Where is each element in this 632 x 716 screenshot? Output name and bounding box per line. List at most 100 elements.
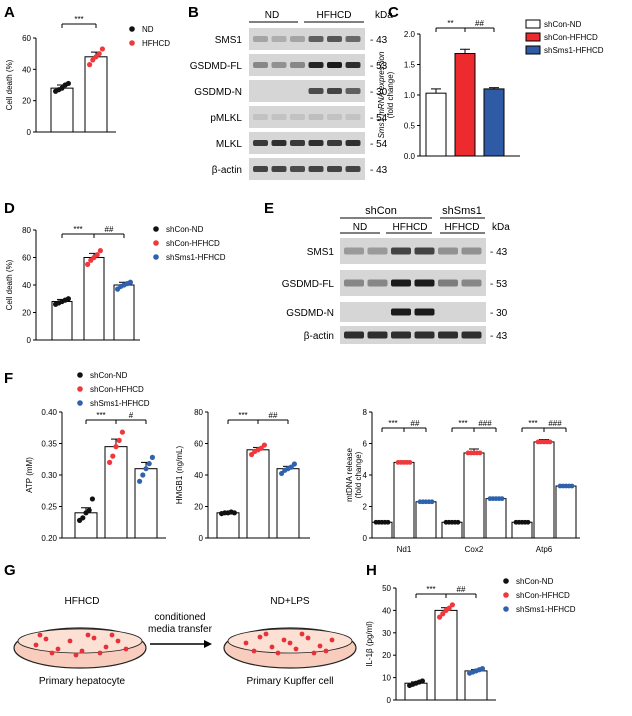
- blot-band: [391, 308, 411, 316]
- y-axis-label: ATP (mM): [25, 457, 34, 493]
- blot-band: [308, 140, 324, 146]
- blot-e-kda: kDa: [492, 222, 510, 233]
- y-tick-label: 1.5: [404, 61, 416, 70]
- cell-dot: [305, 635, 311, 641]
- y-tick-label: 0.40: [41, 408, 57, 417]
- legend-label: shCon-HFHCD: [544, 33, 598, 42]
- y-tick-label: 8: [363, 408, 368, 417]
- blot-band: [290, 114, 305, 120]
- legend-marker: [77, 400, 83, 406]
- legend-label: shSms1-HFHCD: [516, 605, 576, 614]
- blot-band: [414, 308, 435, 316]
- y-axis-label-2: (fold change): [354, 451, 363, 498]
- blot-row-label: GSDMD-N: [194, 87, 242, 98]
- data-point: [65, 296, 71, 302]
- cell-dot: [73, 652, 79, 658]
- blot-membrane: [340, 238, 486, 264]
- y-tick-label: 40: [382, 606, 391, 615]
- y-tick-label: 10: [382, 674, 391, 683]
- legend-label: shCon-ND: [516, 577, 554, 586]
- data-point: [119, 429, 125, 435]
- blot-band: [345, 166, 361, 172]
- significance-label: ***: [528, 419, 537, 428]
- data-point: [110, 453, 116, 459]
- blot-membrane: [249, 158, 365, 180]
- y-axis-label: Sms1 mRNA expression: [377, 51, 386, 138]
- data-point: [137, 478, 143, 484]
- blot-kda-label: - 30: [370, 87, 388, 98]
- data-point: [149, 454, 155, 460]
- blot-e-sub-hfhcd-2: HFHCD: [445, 222, 480, 233]
- blot-b-group-nd: ND: [265, 10, 279, 21]
- data-point: [437, 614, 443, 620]
- blot-kda-label: - 53: [370, 61, 388, 72]
- cell-dot: [317, 643, 323, 649]
- panel-label-h: H: [366, 562, 377, 579]
- y-tick-label: 0.5: [404, 122, 416, 131]
- y-tick-label: 80: [194, 408, 203, 417]
- data-point: [419, 678, 425, 684]
- blot-band: [308, 114, 324, 120]
- y-tick-label: 40: [22, 65, 31, 74]
- cell-dot: [33, 642, 39, 648]
- cell-dot: [115, 638, 121, 644]
- blot-band: [253, 166, 268, 172]
- y-tick-label: 2.0: [404, 30, 416, 39]
- y-tick-label: 20: [194, 503, 203, 512]
- y-axis-label: IL-1β (pg/ml): [365, 621, 374, 667]
- panel-label-c: C: [388, 4, 399, 21]
- schema-left-caption: Primary hepatocyte: [39, 676, 126, 687]
- y-tick-label: 0: [199, 534, 204, 543]
- significance-label: ***: [388, 419, 397, 428]
- cell-dot: [287, 640, 293, 646]
- legend-label: shCon-ND: [544, 20, 582, 29]
- data-point: [87, 62, 93, 68]
- y-axis-label: mtDNA release: [345, 448, 354, 502]
- legend-swatch: [525, 45, 541, 55]
- data-point: [89, 496, 95, 502]
- y-tick-label: 6: [363, 440, 368, 449]
- cell-dot: [37, 632, 43, 638]
- blot-band: [327, 114, 342, 120]
- blot-kda-label: - 53: [490, 279, 508, 290]
- legend-marker: [129, 26, 135, 32]
- cell-dot: [123, 646, 129, 652]
- blot-band: [327, 62, 342, 68]
- schema-right-title: ND+LPS: [270, 596, 310, 607]
- cell-dot: [109, 632, 115, 638]
- y-tick-label: 40: [194, 471, 203, 480]
- blot-band: [308, 62, 324, 68]
- data-point: [258, 445, 264, 451]
- cell-dot: [263, 631, 269, 637]
- y-tick-label: 50: [382, 584, 391, 593]
- panel-label-d: D: [4, 200, 15, 217]
- blot-band: [391, 279, 411, 287]
- significance-label: ##: [269, 411, 278, 420]
- y-tick-label: 0: [27, 336, 32, 345]
- data-point: [446, 605, 452, 611]
- panel-label-a: A: [4, 4, 15, 21]
- legend-marker: [503, 578, 509, 584]
- y-axis-label-2: (fold change): [386, 71, 395, 118]
- schema-left-title: HFHCD: [65, 596, 100, 607]
- data-point: [231, 510, 237, 516]
- cell-dot: [293, 646, 299, 652]
- dish-kupffer: [223, 627, 357, 669]
- significance-label: ***: [238, 411, 247, 420]
- blot-band: [327, 140, 342, 146]
- significance-label: ***: [458, 419, 467, 428]
- blot-kda-label: - 30: [490, 308, 508, 319]
- cell-dot: [243, 640, 249, 646]
- blot-membrane: [249, 54, 365, 76]
- blot-band: [414, 331, 435, 339]
- schema-right-caption: Primary Kupffer cell: [246, 676, 333, 687]
- data-point: [107, 459, 113, 465]
- y-axis-label: Cell death (%): [5, 59, 14, 110]
- data-point: [449, 602, 455, 608]
- legend-label: shSms1-HFHCD: [544, 46, 604, 55]
